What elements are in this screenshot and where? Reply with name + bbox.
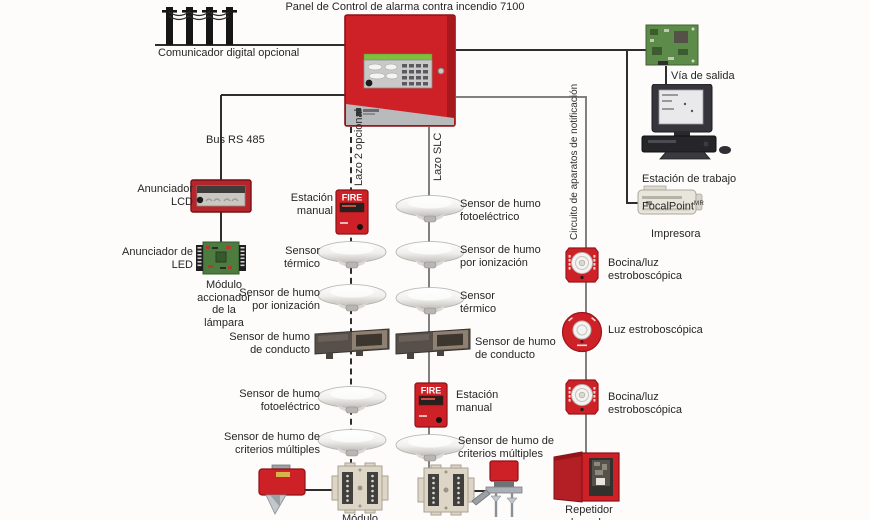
line-module-solenoid xyxy=(473,490,489,492)
smoke-detector-graphic xyxy=(316,429,388,459)
line-bus-vertical xyxy=(220,95,222,183)
label-impresora: Impresora xyxy=(651,228,701,240)
label-l2-estacion-manual: Estación manual xyxy=(290,192,333,217)
label-l2-sensor-criterios: Sensor de humo de criterios múltiples xyxy=(223,431,320,456)
smoke-detector-graphic xyxy=(394,241,466,271)
telephone-poles-icon xyxy=(160,3,242,45)
line-nac-branch xyxy=(456,96,587,98)
label-anunciador-led: Anunciador de LED xyxy=(122,246,193,271)
label-via-salida: Vía de salida xyxy=(671,70,735,82)
smoke-detector-graphic xyxy=(394,195,466,225)
waterflow-switch-graphic xyxy=(256,464,312,516)
label-l2-modulo: Módulo xyxy=(341,513,379,520)
pull-station-graphic: FIRE xyxy=(335,189,369,235)
label-lazo-slc: Lazo SLC xyxy=(432,132,444,181)
line-comunicador xyxy=(155,44,346,46)
label-l2-sensor-termico: Sensor térmico xyxy=(283,245,320,270)
smoke-detector-graphic xyxy=(394,434,466,464)
duct-detector-graphic xyxy=(312,326,392,360)
horn-strobe-graphic xyxy=(564,246,600,286)
pull-station-graphic: FIRE xyxy=(414,382,448,428)
line-printer-stub xyxy=(626,202,639,204)
svg-text:FIRE: FIRE xyxy=(421,386,442,396)
label-slc-sensor-fotoelectrico: Sensor de humo fotoeléctrico xyxy=(460,198,541,223)
diagram-title: Panel de Control de alarma contra incend… xyxy=(285,1,525,13)
lcd-annunciator-graphic xyxy=(190,179,252,213)
smoke-detector-graphic xyxy=(316,241,388,271)
line-lcd-led xyxy=(220,211,222,243)
label-estacion-trabajo: Estación de trabajo FocalPointMR xyxy=(642,160,736,213)
label-slc-sensor-termico: Sensor térmico xyxy=(460,290,497,315)
label-slc-sensor-conducto: Sensor de humo de conducto xyxy=(475,336,556,361)
label-lazo2: Lazo 2 opcional xyxy=(353,108,365,186)
label-modulo-lampara: Módulo accionador de la lámpara xyxy=(197,279,251,329)
workstation-label-line2: FocalPoint xyxy=(642,200,694,213)
strobe-light-graphic xyxy=(561,311,603,353)
line-board-monitor xyxy=(665,66,667,86)
label-bus-rs485: Bus RS 485 xyxy=(206,134,265,146)
led-annunciator-graphic xyxy=(196,240,246,276)
trademark-mark: MR xyxy=(693,200,705,207)
duct-detector-graphic xyxy=(393,326,473,360)
workstation-label-line1: Estación de trabajo xyxy=(642,172,737,185)
solenoid-valve-graphic xyxy=(466,460,528,518)
label-circuito-notificacion: Circuito de aparatos de notificación xyxy=(569,83,580,240)
label-bocina-luz-2: Bocina/luz estroboscópica xyxy=(608,391,682,416)
label-bocina-luz-1: Bocina/luz estroboscópica xyxy=(608,257,682,282)
label-anunciador-lcd: Anunciador LCD xyxy=(137,183,193,208)
smoke-detector-graphic xyxy=(394,287,466,317)
label-luz-estroboscopica: Luz estroboscópica xyxy=(608,324,703,336)
line-bus-branch xyxy=(221,94,346,96)
interface-module-graphic xyxy=(417,464,475,516)
smoke-detector-graphic xyxy=(316,284,388,314)
line-output-branch xyxy=(456,49,646,51)
svg-text:FIRE: FIRE xyxy=(342,193,363,203)
label-l2-sensor-ionizacion: Sensor de humo por ionización xyxy=(239,287,320,312)
label-repetidor: Repetidor de poder xyxy=(565,504,613,520)
smoke-detector-graphic xyxy=(316,386,388,416)
line-waterflow-module xyxy=(302,489,334,491)
output-circuit-board-graphic xyxy=(644,23,700,67)
fire-panel-graphic xyxy=(344,14,456,127)
printer-graphic xyxy=(636,184,704,218)
line-printer-drop xyxy=(626,50,628,203)
label-slc-sensor-ionizacion: Sensor de humo por ionización xyxy=(460,244,541,269)
label-comunicador: Comunicador digital opcional xyxy=(158,47,300,59)
interface-module-graphic xyxy=(331,462,389,514)
label-slc-estacion-manual: Estación manual xyxy=(456,389,499,414)
label-l2-sensor-conducto: Sensor de humo de conducto xyxy=(229,331,310,356)
label-slc-sensor-criterios: Sensor de humo de criterios múltiples xyxy=(458,435,555,460)
workstation-graphic xyxy=(640,83,735,162)
label-l2-sensor-fotoelectrico: Sensor de humo fotoeléctrico xyxy=(239,388,320,413)
power-repeater-graphic xyxy=(552,450,622,505)
horn-strobe-graphic xyxy=(564,378,600,418)
